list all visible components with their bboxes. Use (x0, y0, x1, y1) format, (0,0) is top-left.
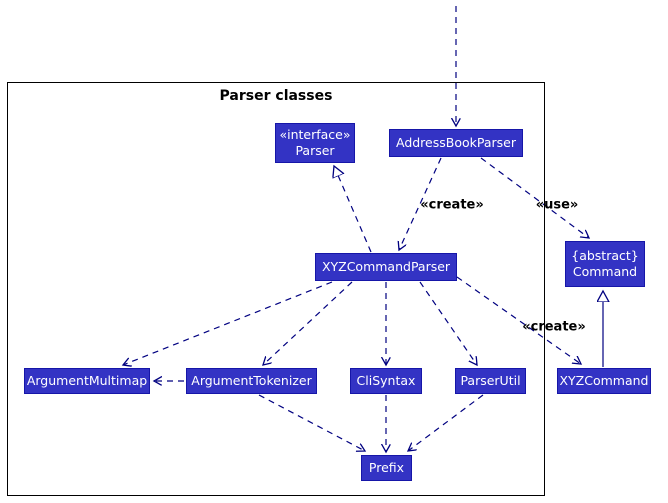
parser-stereotype-label: «interface» (279, 126, 351, 142)
class-node-xyzcommandparser: XYZCommandParser (315, 253, 457, 281)
prefix-class-label: Prefix (368, 459, 405, 475)
diagram-title: Parser classes (219, 88, 333, 104)
edge-label-create-bottom: «create» (522, 319, 586, 335)
class-node-parserutil: ParserUtil (455, 368, 526, 394)
clisyntax-class-label: CliSyntax (356, 372, 416, 388)
argumentmultimap-class-label: ArgumentMultimap (26, 372, 148, 388)
xyzcommandparser-class-label: XYZCommandParser (321, 258, 451, 274)
addressbookparser-class-label: AddressBookParser (395, 134, 516, 150)
command-stereotype-label: {abstract} (571, 247, 639, 263)
class-node-addressbookparser: AddressBookParser (389, 129, 523, 157)
edge-label-create-top: «create» (420, 197, 484, 213)
class-node-prefix: Prefix (361, 455, 412, 481)
class-node-argumenttokenizer: ArgumentTokenizer (186, 368, 317, 394)
class-node-parser: «interface» Parser (275, 123, 355, 163)
xyzcommand-class-label: XYZCommand (559, 372, 649, 388)
argumenttokenizer-class-label: ArgumentTokenizer (191, 372, 312, 388)
class-node-clisyntax: CliSyntax (350, 368, 422, 394)
class-node-xyzcommand: XYZCommand (557, 368, 651, 394)
command-class-label: Command (572, 264, 638, 279)
edge-label-use: «use» (535, 197, 579, 213)
parser-classes-frame (7, 82, 545, 496)
class-node-argumentmultimap: ArgumentMultimap (24, 368, 150, 394)
parser-class-label: Parser (295, 143, 335, 158)
parserutil-class-label: ParserUtil (460, 372, 521, 388)
class-node-command: {abstract} Command (565, 241, 645, 287)
